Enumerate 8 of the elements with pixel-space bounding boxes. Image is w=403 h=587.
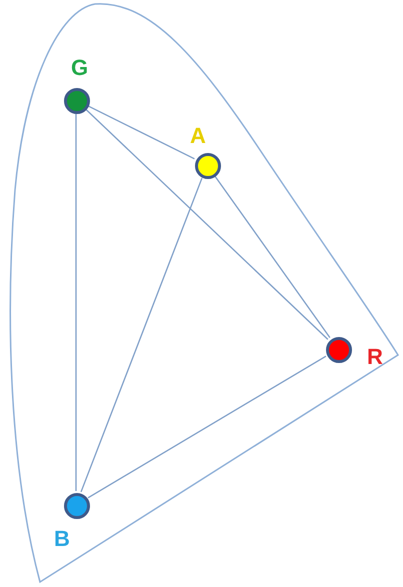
connector-line: [88, 106, 195, 160]
point-label: G: [71, 57, 88, 79]
point-label: A: [190, 125, 206, 147]
point-label: B: [54, 528, 70, 550]
connector-line: [86, 109, 328, 340]
connector-line: [80, 178, 203, 492]
connector-line: [75, 114, 77, 491]
point-label: R: [367, 346, 383, 368]
